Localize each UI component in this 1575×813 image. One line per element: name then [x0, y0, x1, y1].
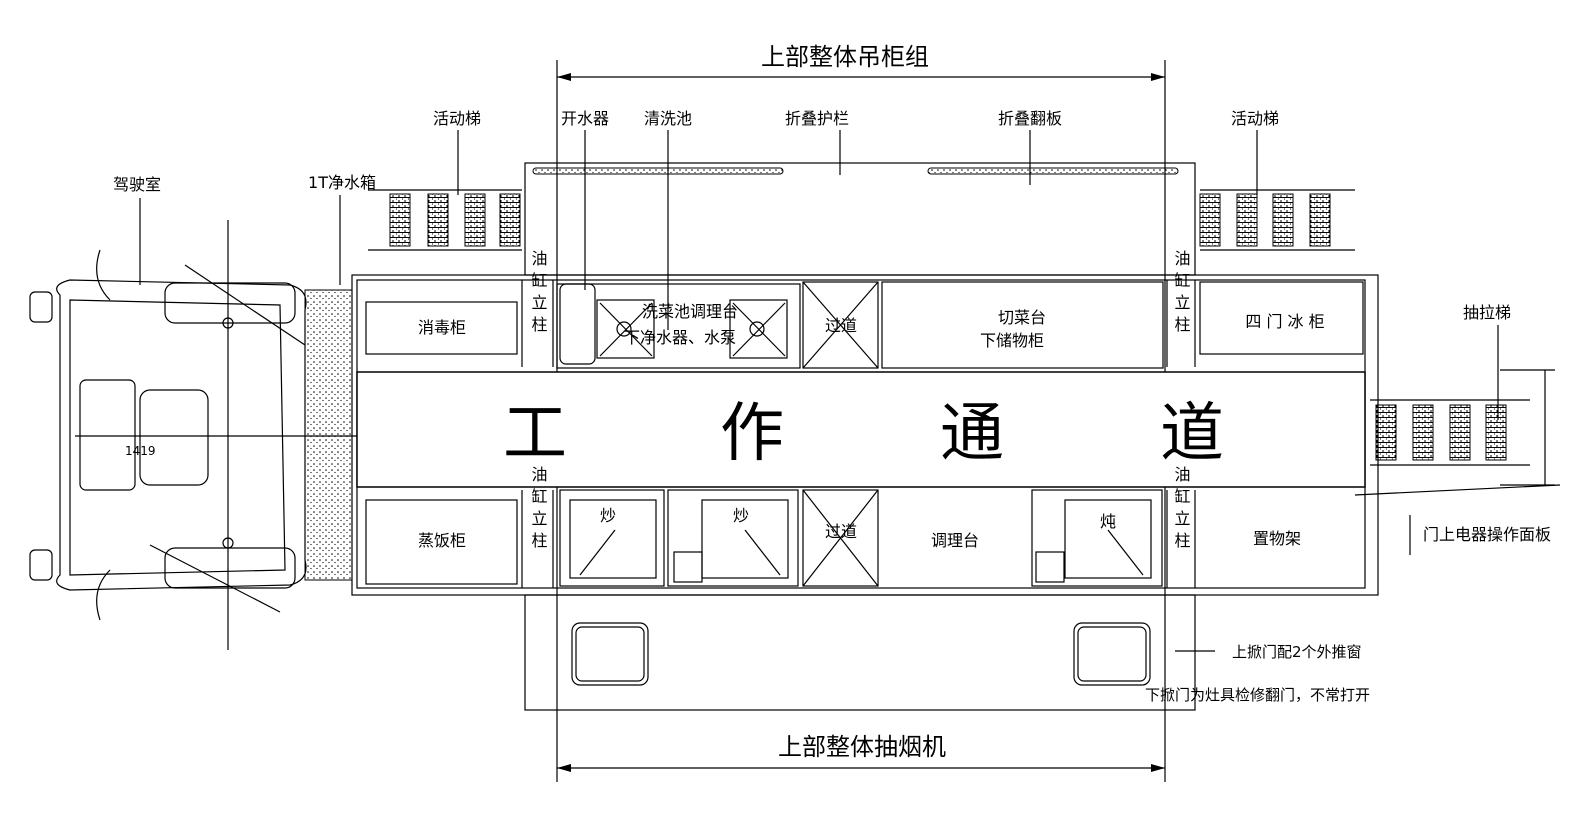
- window-note: 上掀门配2个外推窗: [1232, 643, 1362, 661]
- upper-awning: [524, 162, 1196, 276]
- water-tank: [304, 289, 353, 581]
- wok-label: 炒: [600, 506, 616, 525]
- corridor-char: 作: [720, 397, 784, 471]
- lower-awning: [524, 594, 1196, 711]
- shelf-label: 置物架: [1253, 529, 1301, 548]
- storage-label: 下储物柜: [980, 331, 1044, 350]
- top-cabinet-title: 上部整体吊柜组: [761, 43, 929, 71]
- folding-rail: [532, 167, 784, 175]
- upper-row: [365, 280, 1364, 369]
- folding-flap-label: 折叠翻板: [998, 109, 1062, 128]
- sink-label-1: 洗菜池调理台: [642, 302, 738, 321]
- leader-lines: [139, 130, 1561, 652]
- ladder-left: [368, 189, 522, 251]
- corridor-char: 通: [940, 397, 1004, 471]
- sink-label-2: 下净水器、水泵: [624, 328, 736, 347]
- cutting-table-label: 切菜台: [998, 308, 1046, 327]
- work-corridor: [356, 371, 1366, 488]
- ladder-right-label: 活动梯: [1231, 109, 1279, 128]
- bottom-hood-title: 上部整体抽烟机: [778, 733, 946, 761]
- prep-table-label: 调理台: [931, 531, 979, 550]
- folding-flap: [927, 167, 1179, 175]
- corridor-char: 道: [1160, 397, 1224, 471]
- fridge-label: 四 门 冰 柜: [1245, 312, 1324, 331]
- disinfection-cabinet-label: 消毒柜: [418, 318, 466, 337]
- control-panel-label: 门上电器操作面板: [1423, 525, 1551, 544]
- ladder-left-label: 活动梯: [433, 109, 481, 128]
- pillar-label: 油缸立柱: [529, 466, 548, 554]
- cab-label: 驾驶室: [113, 175, 161, 194]
- lower-row: [365, 489, 1196, 588]
- pillar-label: 油缸立柱: [1172, 250, 1191, 338]
- water-tank-label: 1T净水箱: [308, 173, 376, 192]
- kitchen-body: [351, 274, 1379, 596]
- water-heater-label: 开水器: [561, 109, 609, 128]
- aisle-label: 过道: [825, 522, 857, 541]
- pillar-label: 油缸立柱: [529, 250, 548, 338]
- pull-ladder-label: 抽拉梯: [1463, 303, 1511, 322]
- wash-basin-label: 清洗池: [644, 109, 692, 128]
- folding-rail-label: 折叠护栏: [785, 109, 849, 128]
- stew-label: 炖: [1100, 512, 1116, 531]
- aisle-label: 过道: [825, 316, 857, 335]
- door-note: 下掀门为灶具检修翻门，不常打开: [1145, 686, 1370, 704]
- dimension-1419: 1419: [125, 444, 156, 458]
- pull-ladder: [1370, 369, 1555, 486]
- corridor-char: 工: [503, 397, 567, 471]
- steamer-label: 蒸饭柜: [418, 531, 466, 550]
- window-right: [1073, 622, 1151, 686]
- pillar-label: 油缸立柱: [1172, 466, 1191, 554]
- ladder-right: [1199, 189, 1355, 251]
- window-left: [571, 622, 649, 686]
- wok-label: 炒: [733, 506, 749, 525]
